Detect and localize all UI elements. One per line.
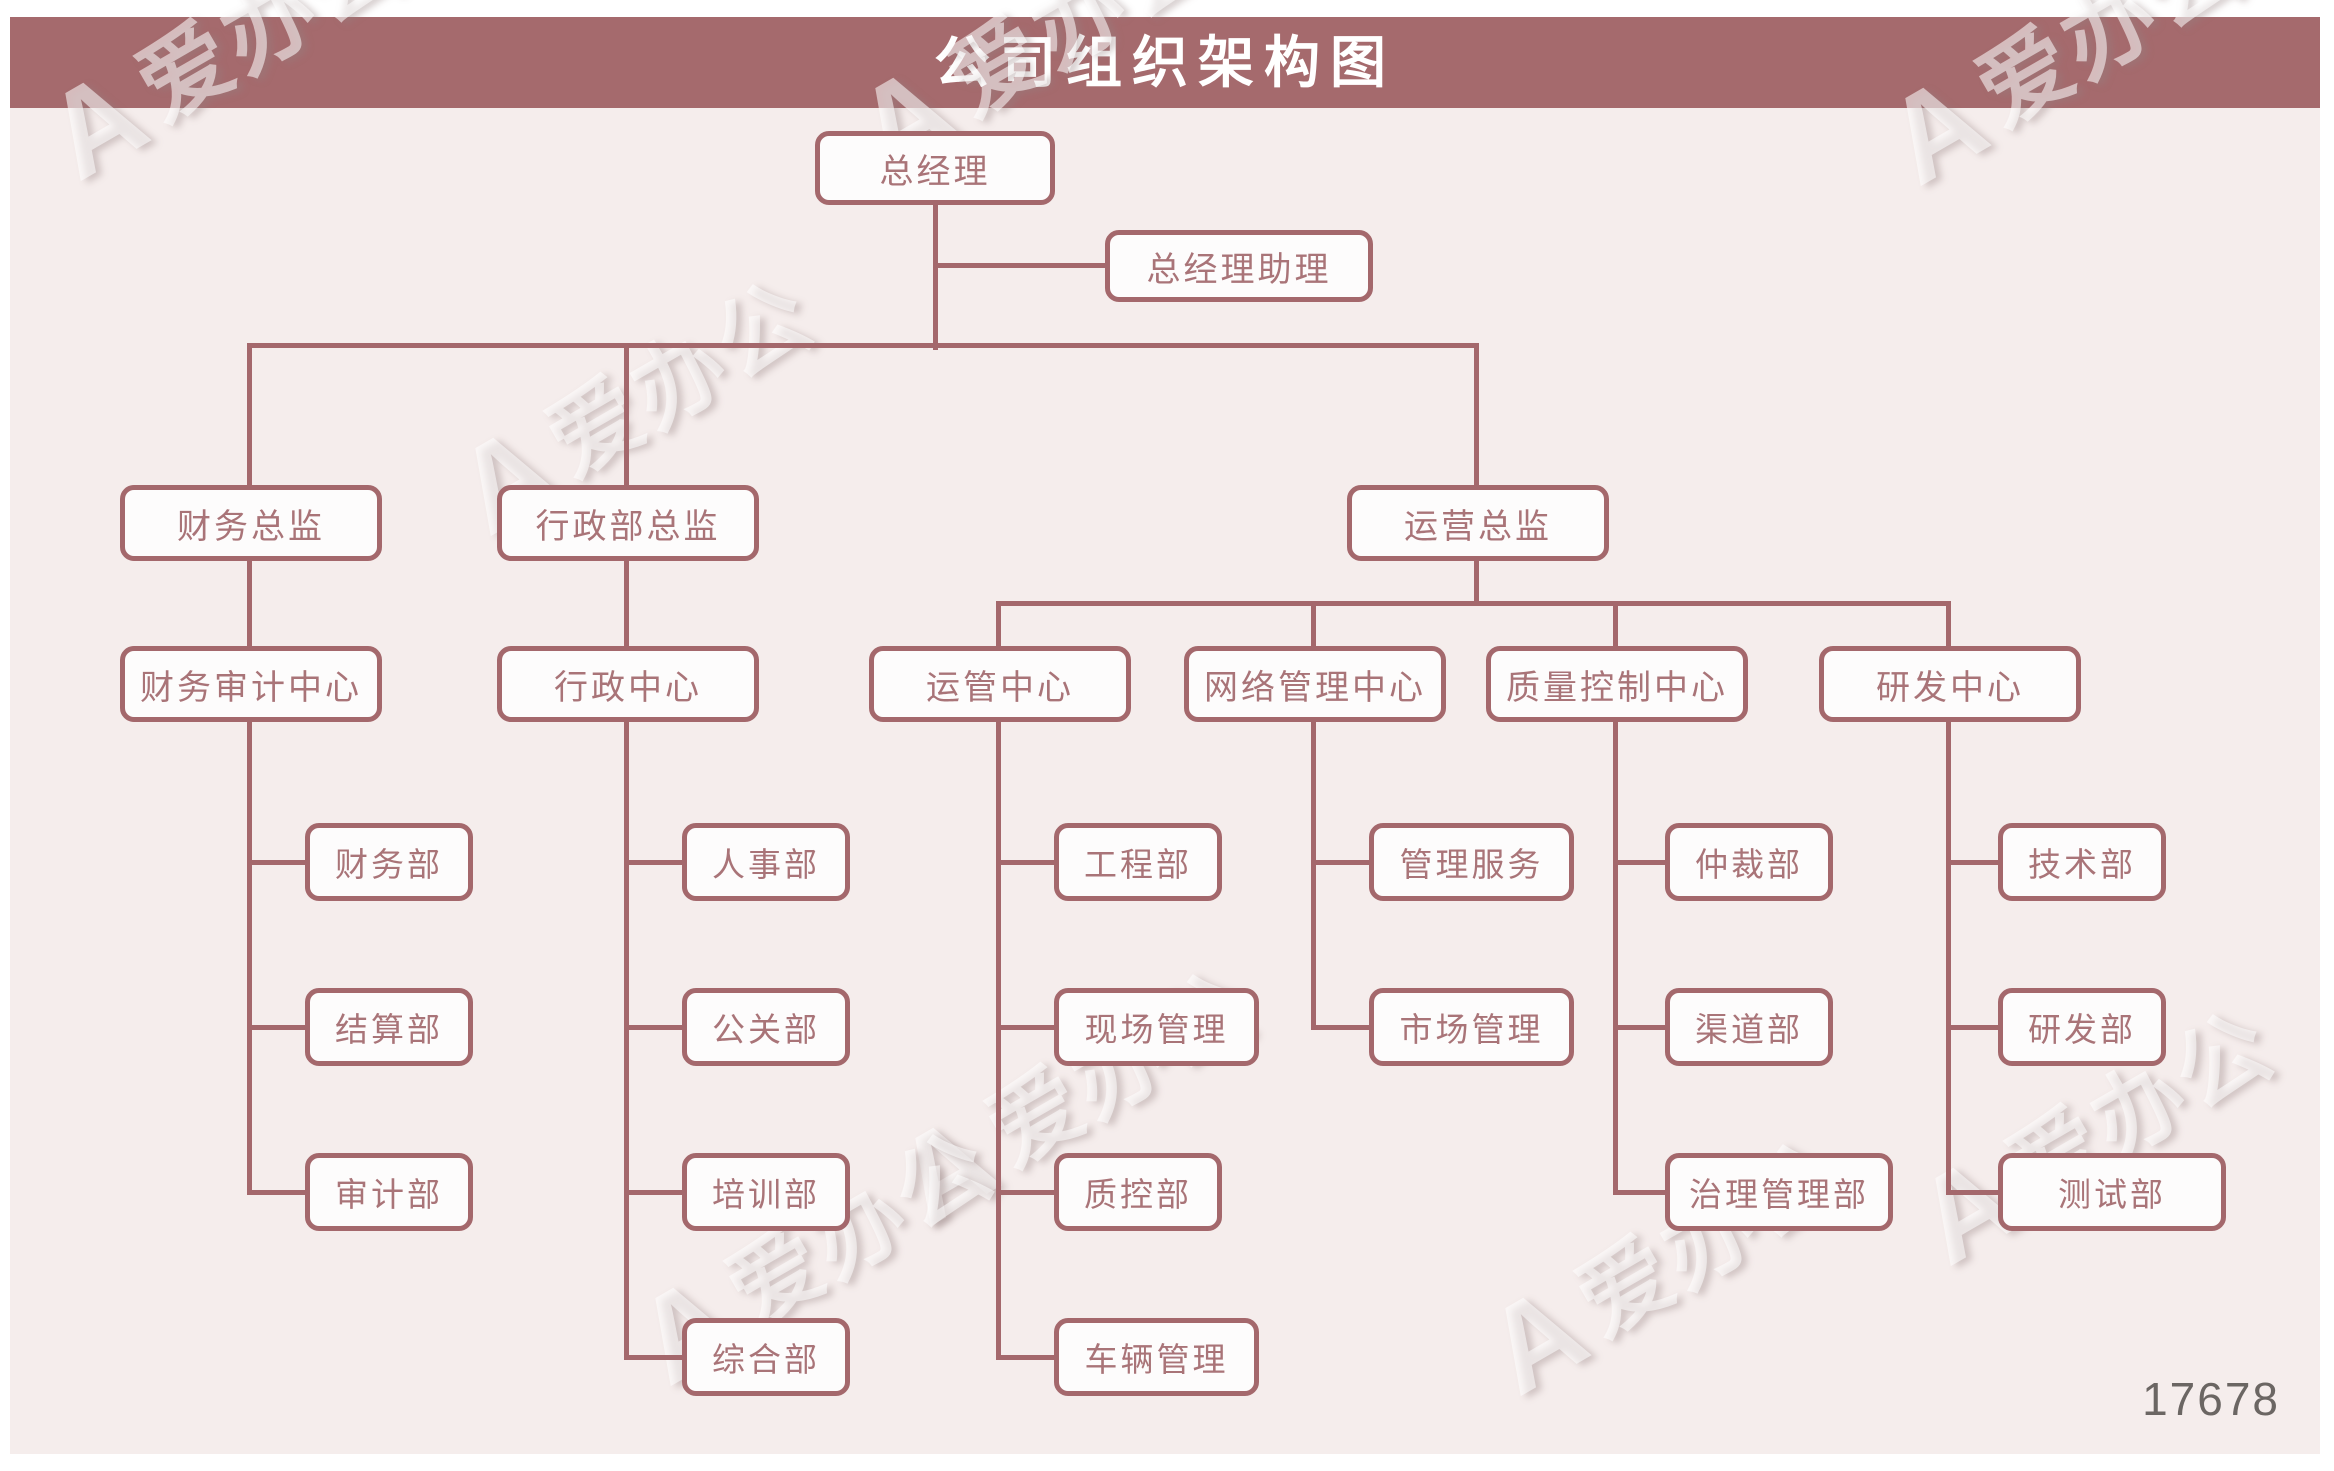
connector-line [624,860,684,865]
node-governance-mgmt-dept: 治理管理部 [1665,1153,1893,1231]
connector-line [1946,1025,2001,1030]
connector-line [996,860,1056,865]
node-site-mgmt: 现场管理 [1054,988,1259,1066]
connector-line [624,718,629,1359]
connector-line [1311,718,1316,1029]
connector-line [996,1190,1056,1195]
node-qc-dept: 质控部 [1054,1153,1222,1231]
connector-line [1946,601,1951,651]
node-audit-dept: 审计部 [305,1153,473,1231]
page-number: 17678 [2142,1373,2280,1425]
connector-line [1613,1190,1668,1195]
connector-line [1946,718,1951,1194]
node-channel-dept: 渠道部 [1665,988,1833,1066]
node-finance-director: 财务总监 [120,485,382,561]
connector-line [1946,860,2001,865]
node-vehicle-mgmt: 车辆管理 [1054,1318,1259,1396]
node-quality-control-center: 质量控制中心 [1486,646,1748,722]
node-settlement-dept: 结算部 [305,988,473,1066]
node-engineering-dept: 工程部 [1054,823,1222,901]
node-general-affairs-dept: 综合部 [682,1318,850,1396]
connector-line [996,718,1001,1359]
connector-line [624,343,629,490]
connector-line [935,263,1107,268]
connector-line [1474,343,1479,490]
connector-line [247,718,252,1194]
connector-line [996,1025,1056,1030]
connector-line [624,556,629,651]
connector-line [247,1190,307,1195]
node-testing-dept: 测试部 [1998,1153,2226,1231]
node-admin-director: 行政部总监 [497,485,759,561]
connector-line [247,1025,307,1030]
node-rd-center: 研发中心 [1819,646,2081,722]
connector-line [996,601,1001,651]
node-network-mgmt-center: 网络管理中心 [1184,646,1446,722]
connector-line [624,1355,684,1360]
connector-line [624,1025,684,1030]
connector-line [1474,556,1479,606]
node-general-manager: 总经理 [815,131,1055,205]
node-pr-dept: 公关部 [682,988,850,1066]
connector-line [1613,718,1618,1194]
node-operations-director: 运营总监 [1347,485,1609,561]
connector-line [247,343,1479,348]
node-tech-dept: 技术部 [1998,823,2166,901]
title-banner: 公司组织架构图 [10,17,2320,108]
node-finance-audit-center: 财务审计中心 [120,646,382,722]
connector-line [624,1190,684,1195]
connector-line [1311,601,1316,651]
node-finance-dept: 财务部 [305,823,473,901]
connector-line [933,205,938,350]
connector-line [1613,601,1618,651]
node-operations-mgmt-center: 运管中心 [869,646,1131,722]
connector-line [1311,1025,1371,1030]
connector-line [1613,1025,1668,1030]
connector-line [247,343,252,490]
node-market-mgmt: 市场管理 [1369,988,1574,1066]
connector-line [996,601,1951,606]
node-admin-center: 行政中心 [497,646,759,722]
connector-line [247,860,307,865]
node-gm-assistant: 总经理助理 [1105,230,1373,302]
connector-line [247,556,252,651]
node-mgmt-service: 管理服务 [1369,823,1574,901]
connector-line [1613,860,1668,865]
node-arbitration-dept: 仲裁部 [1665,823,1833,901]
node-rd-dept: 研发部 [1998,988,2166,1066]
page-title: 公司组织架构图 [934,30,1396,94]
connector-line [1311,860,1371,865]
node-hr-dept: 人事部 [682,823,850,901]
connector-line [1946,1190,2001,1195]
node-training-dept: 培训部 [682,1153,850,1231]
connector-line [996,1355,1056,1360]
